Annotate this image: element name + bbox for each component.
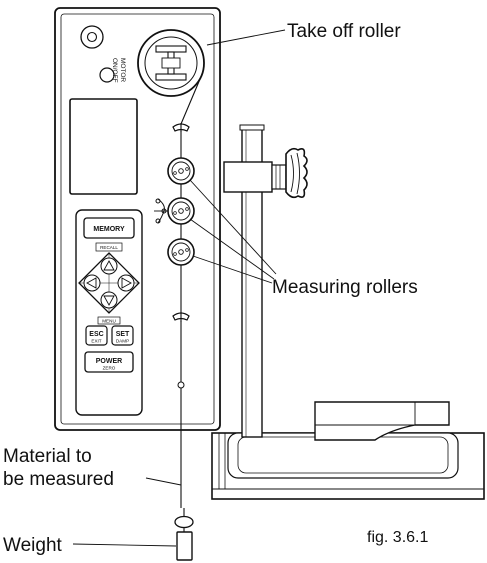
take-off-roller [137,29,205,97]
measuring-rollers-leader-bottom [192,255,273,284]
set-button[interactable]: SET DAMP [111,325,134,346]
measuring-rollers-leader-middle [189,218,275,280]
dial-knob [80,25,104,49]
weight-leader [72,543,177,547]
clamp-knob[interactable] [285,147,308,199]
power-button-label: POWER [96,358,122,365]
esc-button-label: ESC [89,331,103,338]
weight [174,508,194,561]
esc-button[interactable]: ESC EXIT [85,325,108,346]
material-strand [180,71,204,508]
take-off-roller-label: Take off roller [287,21,401,42]
zero-sub-label: ZERO [103,366,116,371]
stand-base [211,432,485,500]
menu-caption-box [97,316,121,325]
weight-label: Weight [3,535,63,556]
up-arrow-icon [103,260,115,271]
measuring-rollers-label: Measuring rollers [272,277,418,298]
right-arrow-icon [121,277,132,289]
measuring-rollers-leader-top [189,179,277,275]
power-button[interactable]: POWER ZERO [84,351,134,373]
measuring-roller-bottom [167,238,195,266]
recall-caption: RECALL [100,245,118,250]
onoff-label: ON/OFF [111,58,118,83]
pole-clamp [223,161,273,193]
stand-pole [239,124,265,438]
display-screen [69,98,138,195]
menu-caption: MENU [102,319,116,324]
measuring-roller-middle [167,197,195,225]
lower-guide [172,312,190,322]
memory-button-label: MEMORY [93,226,125,233]
direction-pad [78,252,140,314]
material-leader [145,477,182,486]
upper-guide [172,123,190,132]
motor-onoff-button[interactable] [99,67,115,83]
left-arrow-icon [86,277,97,289]
stand-clamp-block [314,401,450,441]
keypad: MEMORY RECALL MENU [75,209,143,416]
clamp-screw [271,164,287,190]
material-path-symbol-icon [154,198,168,224]
take-off-roller-leader [206,29,286,46]
material-label-line1: Material to [3,446,92,467]
memory-button[interactable]: MEMORY [83,217,135,239]
device-body: MOTOR ON/OFF MEMORY RECALL [54,7,221,431]
exit-sub-label: EXIT [91,339,101,344]
guide-hole [177,381,185,389]
damp-sub-label: DAMP [116,339,129,344]
motor-label: MOTOR [119,58,126,82]
recall-caption-box [95,242,123,252]
figure-number: fig. 3.6.1 [367,529,428,546]
leader-lines [72,29,286,547]
stand [211,124,485,500]
material-label-line2: be measured [3,469,114,490]
set-button-label: SET [116,331,130,338]
down-arrow-icon [103,295,115,306]
